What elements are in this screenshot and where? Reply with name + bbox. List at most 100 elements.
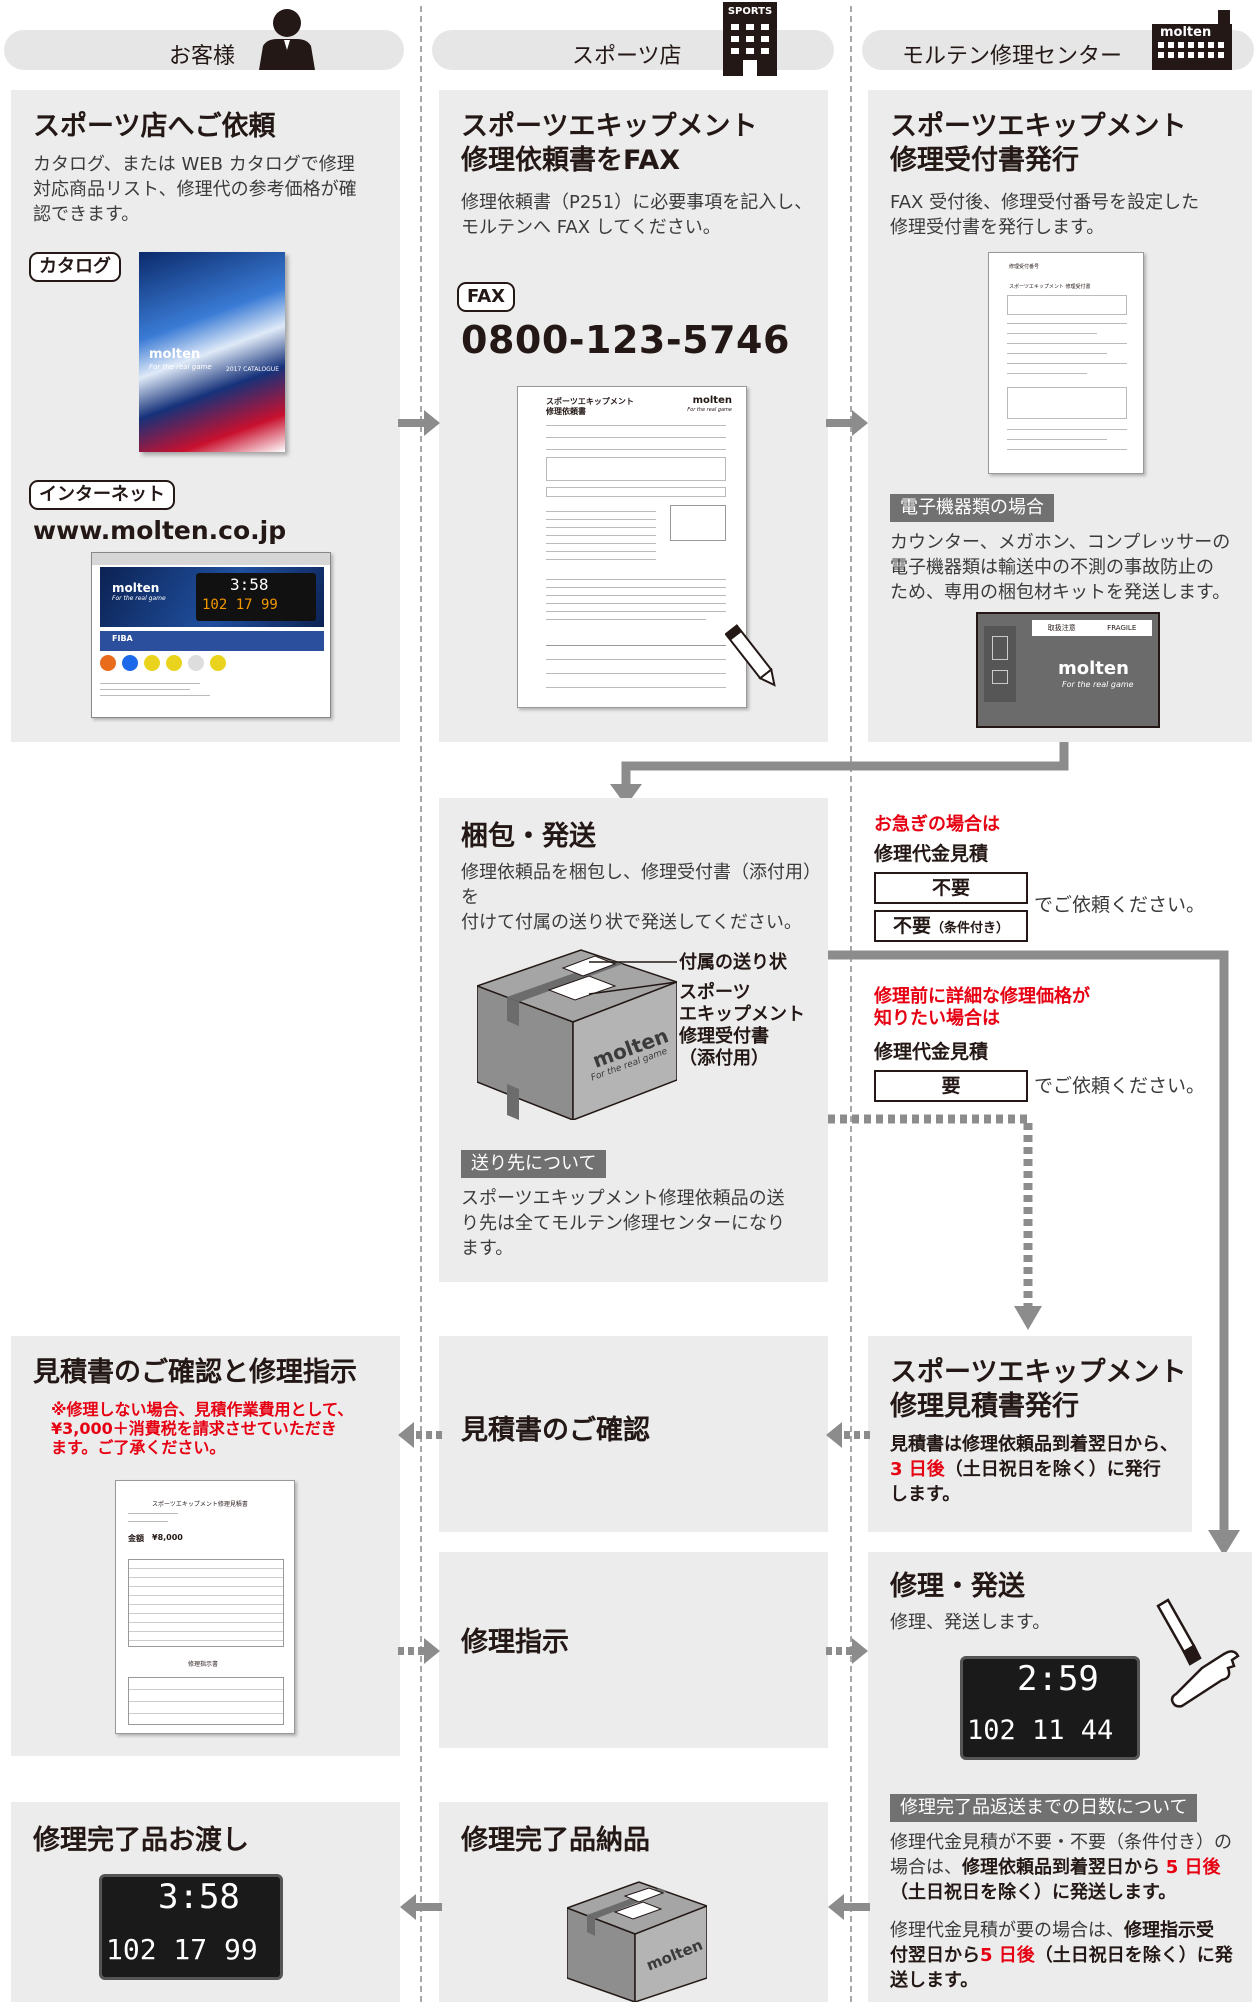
step-body: 修理依頼書（P251）に必要事項を記入し、 モルテンへ FAX してください。 [461, 192, 813, 238]
label-shipping-slip: 付属の送り状 [679, 952, 787, 973]
catalog-brand: molten [149, 347, 201, 362]
packing-kit-box: 取扱注意 FRAGILE molten For the real game [976, 612, 1160, 728]
step-handover: 修理完了品お渡し 3:58 102 17 99 [11, 1802, 400, 2002]
step-title: 見積書のご確認と修理指示 [33, 1357, 357, 1388]
step-body: FAX 受付後、修理受付番号を設定した 修理受付書を発行します。 [890, 192, 1200, 238]
scoreboard-bottom: 102 17 99 [106, 1933, 258, 1966]
form-title: スポーツエキップメント 修理依頼書 [546, 397, 634, 416]
step-title: スポーツ店へご依頼 [33, 111, 276, 142]
column-divider-left [420, 6, 422, 2002]
step-fax-request: スポーツエキップメント 修理依頼書をFAX 修理依頼書（P251）に必要事項を記… [439, 90, 828, 742]
step-delivered: 修理完了品納品 molten [439, 1802, 828, 2002]
arrow-c3-to-packing [610, 742, 1069, 806]
step-receipt-issue: スポーツエキップメント 修理受付書発行 FAX 受付後、修理受付番号を設定した … [868, 90, 1252, 742]
step-title: スポーツエキップメント 修理見積書発行 [890, 1357, 1187, 1422]
repair-request-form: スポーツエキップメント 修理依頼書 molten For the real ga… [517, 386, 747, 708]
step-request-store: スポーツ店へご依頼 カタログ、または WEB カタログで修理 対応商品リスト、修… [11, 90, 400, 742]
molten-url[interactable]: www.molten.co.jp [33, 516, 287, 545]
header-customer-label: お客様 [169, 44, 236, 69]
web-fiba: FIBA [112, 634, 133, 643]
website-screenshot: molten For the real game 3:58 102 17 99 … [91, 552, 331, 718]
step-title: スポーツエキップメント 修理依頼書をFAX [461, 111, 758, 176]
kit-brand: molten [1058, 658, 1129, 679]
urgent-label: 修理代金見積 [874, 843, 989, 865]
repair-receipt-document: スポーツエキップメント 修理受付書 修理受付番号 [988, 252, 1144, 474]
fax-number[interactable]: 0800-123-5746 [461, 318, 790, 362]
detail-option-required: 要 [874, 1070, 1028, 1102]
arrow-c2-to-c3 [826, 410, 868, 436]
step-title: 修理完了品納品 [461, 1825, 650, 1856]
kit-label-fragile-jp: 取扱注意 [1047, 624, 1076, 632]
electronics-body: カウンター、メガホン、コンプレッサーの 電子機器類は輸送中の不測の事故防止の た… [890, 532, 1231, 603]
web-tagline: For the real game [112, 595, 166, 602]
delivered-box-illustration: molten [564, 1874, 710, 2002]
catalog-tagline: For the real game [149, 363, 212, 371]
option-subtext: （条件付き） [931, 921, 1010, 936]
scoreboard-top: 2:59 [1017, 1659, 1099, 1699]
urgent-suffix: でご依頼ください。 [1034, 894, 1206, 916]
detail-label: 修理代金見積 [874, 1041, 989, 1063]
step-title: 修理指示 [461, 1627, 569, 1658]
handover-scoreboard: 3:58 102 17 99 [99, 1874, 283, 1980]
arrow-repair-order-to-repair [826, 1638, 868, 1664]
molten-badge: molten [1160, 25, 1212, 40]
label-repair-receipt: スポーツ エキップメント 修理受付書 （添付用） [679, 982, 805, 1069]
days-p2-a: 修理代金見積が要の場合は、 [890, 1920, 1124, 1941]
quote-doc-footer: 修理指示書 [188, 1661, 219, 1668]
form-brand: molten [692, 395, 732, 406]
days-p1-red: 5 日後 [1165, 1857, 1221, 1878]
arrow-packing-to-repair [828, 950, 1240, 1556]
scoreboard-bottom: 102 11 44 [967, 1715, 1114, 1746]
kit-tagline: For the real game [1062, 680, 1134, 689]
days-p1-c: （土日祝日を除く）に発送します。 [890, 1882, 1177, 1903]
column-divider-right [850, 6, 852, 2002]
quote-issue-text-1: 見積書は修理依頼品到着翌日から、 [890, 1434, 1178, 1455]
sports-badge: SPORTS [727, 6, 773, 17]
quote-doc-heading: スポーツエキップメント修理見積書 [152, 1501, 248, 1508]
quote-document: スポーツエキップメント修理見積書 金額 ¥8,000 修理指示書 [115, 1480, 295, 1734]
fax-tag: FAX [457, 282, 516, 312]
quote-issue-body: 見積書は修理依頼品到着翌日から、 3 日後（土日祝日を除く）に発行 します。 [890, 1432, 1190, 1507]
step-quote-issue: スポーツエキップメント 修理見積書発行 見積書は修理依頼品到着翌日から、 3 日… [868, 1336, 1192, 1532]
scoreboard-top: 3:58 [158, 1877, 240, 1917]
return-days-tag: 修理完了品返送までの日数について [890, 1794, 1198, 1822]
step-body: 修理依頼品を梱包し、修理受付書（添付用）を 付けて付属の送り状で発送してください… [461, 862, 821, 933]
urgent-option-conditional: 不要（条件付き） [874, 910, 1028, 942]
urgent-heading: お急ぎの場合は [874, 814, 1000, 835]
non-repair-fee-note: ※修理しない場合、見積作業費用として、 ¥3,000＋消費税を請求させていただき… [51, 1400, 354, 1457]
receipt-doc-sub: 修理受付番号 [1009, 264, 1040, 270]
quote-doc-amount: ¥8,000 [152, 1533, 183, 1542]
step-title: 見積書のご確認 [461, 1415, 650, 1446]
label-leader-lines [589, 961, 678, 995]
arrow-repair-to-delivered [828, 1894, 870, 1920]
web-score-top: 3:58 [230, 575, 269, 594]
header-center-label: モルテン修理センター [902, 44, 1123, 69]
catalog-year: 2017 CATALOGUE [226, 366, 279, 373]
step-quote-confirm: 見積書のご確認 [439, 1336, 828, 1532]
step-repair-shipping: 修理・発送 修理、発送します。 2:59 102 11 44 修理完了品返送まで… [868, 1552, 1252, 2002]
step-body: 修理、発送します。 [890, 1612, 1051, 1633]
arrow-confirm-to-instruction [398, 1422, 442, 1448]
arrow-quote-issue-to-confirm [826, 1422, 870, 1448]
person-icon [257, 6, 317, 70]
header-customer: お客様 [4, 30, 404, 70]
days-p1-a: 修理代金見積が不要・不要（条件付き）の 場合は、 [890, 1832, 1232, 1878]
destination-tag: 送り先について [461, 1150, 607, 1178]
catalog-cover: molten For the real game 2017 CATALOGUE [139, 252, 285, 452]
electronics-tag: 電子機器類の場合 [890, 494, 1054, 522]
step-title: 修理・発送 [890, 1571, 1025, 1602]
web-brand: molten [112, 581, 160, 595]
return-days-paragraph-1: 修理代金見積が不要・不要（条件付き）の 場合は、修理依頼品到着翌日から 5 日後… [890, 1830, 1246, 1905]
return-days-paragraph-2: 修理代金見積が要の場合は、修理指示受 付翌日から5 日後（土日祝日を除く）に発 … [890, 1918, 1246, 1993]
detail-suffix: でご依頼ください。 [1034, 1075, 1206, 1097]
step-packing-shipping: 梱包・発送 修理依頼品を梱包し、修理受付書（添付用）を 付けて付属の送り状で発送… [439, 798, 828, 1282]
quote-issue-days: 3 日後 [890, 1459, 945, 1480]
repaired-scoreboard: 2:59 102 11 44 [960, 1656, 1140, 1760]
pen-icon [724, 618, 781, 694]
kit-label-fragile-en: FRAGILE [1107, 624, 1137, 632]
quote-issue-text-2: （土日祝日を除く）に発行 します。 [890, 1459, 1161, 1505]
header-store-label: スポーツ店 [572, 44, 682, 69]
detail-heading: 修理前に詳細な修理価格が 知りたい場合は [874, 986, 1090, 1029]
step-title: 修理完了品お渡し [33, 1825, 249, 1856]
step-repair-instruction: 修理指示 [439, 1552, 828, 1748]
